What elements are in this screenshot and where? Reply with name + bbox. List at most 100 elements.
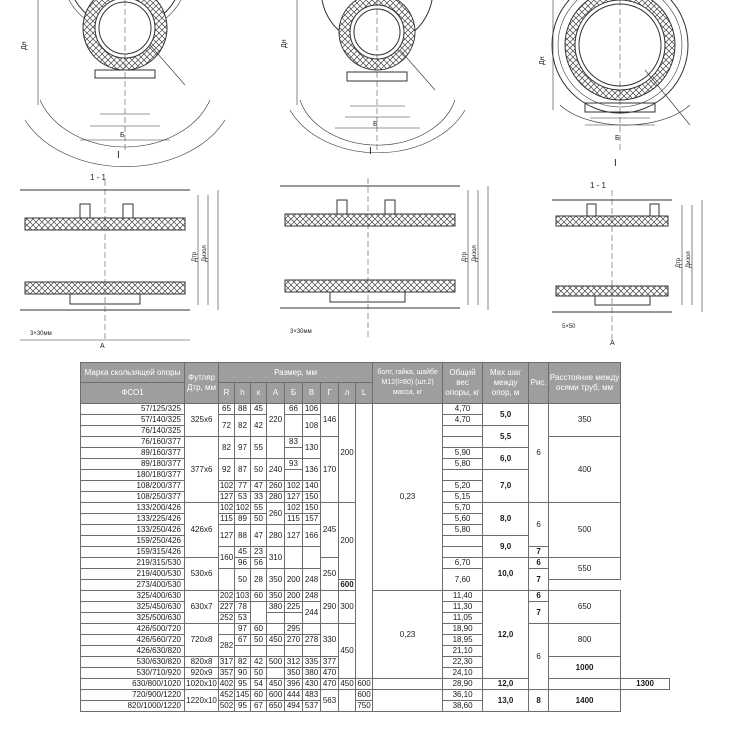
cell-a: 220 <box>266 403 285 437</box>
header-step: Max шаг между опор, м <box>482 362 530 404</box>
header-mark: Марка скользящей опоры <box>80 362 185 383</box>
cell-r: 227 <box>218 601 235 613</box>
right-section-label: 1 - 1 <box>590 181 607 190</box>
cell-a <box>266 436 285 459</box>
cell-b: 312 <box>284 656 303 668</box>
cell-sleeve: 820х8 <box>184 656 219 668</box>
cell-r: 127 <box>218 491 235 503</box>
cell-g: 470 <box>320 678 339 690</box>
cell-b: 127 <box>284 524 303 547</box>
cell-b: 102 <box>284 502 303 514</box>
cell-weight <box>442 469 484 481</box>
cell-weight: 11,40 <box>442 590 484 602</box>
header-col-l: л <box>338 382 356 404</box>
left-dizol-label: Дизол <box>202 245 208 262</box>
cell-weight: 5,90 <box>442 447 484 459</box>
cell-h: 88 <box>234 403 251 415</box>
table-row: 530/710/920 920х9 357 90 50 350 380 470 … <box>80 667 670 679</box>
header-col-g: Г <box>320 382 339 404</box>
cell-b: 102 <box>284 480 303 492</box>
cell-v: 106 <box>302 403 321 415</box>
cell-k: 33 <box>250 491 267 503</box>
cell-v: 278 <box>302 634 321 646</box>
cell-sleeve: 720х8 <box>184 623 219 657</box>
left-a-label: А <box>100 343 105 350</box>
header-col-h: h <box>234 382 251 404</box>
cell-h: 90 <box>234 667 251 679</box>
cell-h: 82 <box>234 414 251 437</box>
cell-bigl <box>354 403 374 679</box>
cell-v: 483 <box>302 689 321 701</box>
right-b-label: Б <box>615 135 620 142</box>
cell-weight: 5,20 <box>442 480 484 492</box>
cell-r: 65 <box>218 403 235 415</box>
cell-k: 54 <box>250 678 267 690</box>
left-dn-label: Дн <box>21 41 28 50</box>
cell-h: 97 <box>234 436 251 459</box>
table-row: 57/140/325 72 82 42 108 4,70 <box>80 414 670 437</box>
table-row: 159/250/426 9,0 <box>80 535 670 558</box>
cell-a: 310 <box>266 546 285 569</box>
header-col-a: А <box>266 382 285 404</box>
cell-a <box>266 667 285 679</box>
left-front-view <box>24 0 226 167</box>
cell-k: 50 <box>250 458 267 481</box>
cell-bolt: 0,23 <box>372 403 444 591</box>
cell-b: 396 <box>284 678 303 690</box>
cell-k: 60 <box>250 689 267 701</box>
cell-k: 56 <box>250 557 267 569</box>
cell-a: 280 <box>266 524 285 547</box>
cell-bolt <box>372 689 444 712</box>
cell-weight: 4,70 <box>442 414 484 426</box>
cell-a: 350 <box>266 590 285 602</box>
table-row: 325/500/630 252 53 11,05 <box>80 612 670 624</box>
cell-dist: 800 <box>548 623 622 657</box>
cell-weight: 24,10 <box>442 667 484 679</box>
table-row: 720/900/1220 1220х10 452 145 60 600 444 … <box>80 689 670 712</box>
cell-sleeve: 325х6 <box>184 403 219 437</box>
cell-b: 115 <box>284 513 303 525</box>
cell-r: 92 <box>218 458 235 481</box>
cell-v: 130 <box>302 436 321 459</box>
cell-v: 150 <box>302 491 321 503</box>
header-col-k: к <box>250 382 267 404</box>
cell-sleeve: 530х6 <box>184 557 219 591</box>
cell-weight: 21,10 <box>442 645 484 657</box>
cell-mark: 219/400/530 <box>80 568 185 580</box>
cell-v: 244 <box>302 601 321 624</box>
right-front-view <box>551 0 691 150</box>
right-weld-label: 5×50 <box>562 324 576 330</box>
cell-r: 502 <box>218 700 235 712</box>
cell-mark: 108/250/377 <box>80 491 185 503</box>
cell-k: 55 <box>250 502 267 514</box>
cell-v: 380 <box>302 667 321 679</box>
cell-h: 95 <box>234 678 251 690</box>
header-mark-sub: ФСО1 <box>80 382 185 404</box>
cell-v: 150 <box>302 502 321 514</box>
cell-r: 72 <box>218 414 235 437</box>
cell-b: 494 <box>284 700 303 712</box>
cell-weight: 5,70 <box>442 502 484 514</box>
cell-r: 102 <box>218 502 235 514</box>
mid-weld-label: 3×30мм <box>290 329 312 335</box>
cell-weight <box>442 546 484 558</box>
cell-weight: 18,90 <box>442 623 484 635</box>
cell-mark: 325/500/630 <box>80 612 185 624</box>
cell-v: 108 <box>302 414 321 437</box>
cell-fig: 6 <box>528 623 550 690</box>
cell-a: 350 <box>266 568 285 591</box>
cell-a: 240 <box>266 458 285 481</box>
table-row: 426/500/720 720х8 97 60 295 330 450 18,9… <box>80 623 670 690</box>
cell-k: 60 <box>250 623 267 635</box>
cell-step: 5,0 <box>482 403 530 426</box>
cell-weight: 11,30 <box>442 601 484 613</box>
table-row: 325/400/630 630х7 202 103 60 350 200 248… <box>80 590 670 679</box>
cell-mark: 89/180/377 <box>80 458 185 470</box>
cell-h: 145 <box>234 689 251 701</box>
cell-bolt <box>372 678 444 690</box>
cell-v: 335 <box>302 656 321 668</box>
cell-b: 225 <box>284 601 303 613</box>
cell-fig: 7 <box>528 546 550 558</box>
supports-table: Марка скользящей опоры Футляр Дтр, мм Ра… <box>80 362 670 712</box>
cell-k: 67 <box>250 700 267 712</box>
